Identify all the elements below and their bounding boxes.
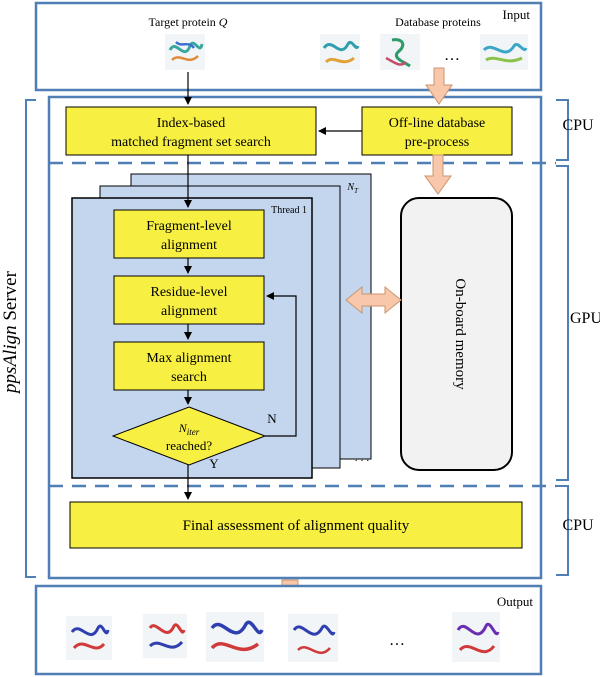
database-protein-icon: [380, 34, 420, 70]
output-ellipsis: …: [389, 632, 405, 649]
cpu-top-bracket: [556, 99, 569, 161]
max-line1: Max alignment: [146, 351, 231, 366]
fragment-alignment-box: [113, 209, 265, 259]
decision-reached: reached?: [166, 438, 212, 453]
cpu-bottom-label: CPU: [562, 517, 594, 534]
index-search-line2: matched fragment set search: [111, 135, 271, 150]
server-title: ppsAlign Server: [0, 270, 21, 395]
gpu-label: GPU: [570, 310, 600, 327]
server-bracket: [25, 99, 36, 578]
residue-line2: alignment: [161, 304, 217, 319]
target-protein-label: Target protein Q: [149, 15, 228, 29]
cpu-bottom-bracket: [556, 485, 569, 576]
output-protein-icon: [206, 612, 264, 662]
target-protein-icon: [165, 34, 205, 70]
index-search-box: [65, 106, 317, 156]
gpu-bracket: [556, 165, 569, 481]
input-panel: [34, 1, 543, 92]
output-protein-icon: [452, 612, 500, 662]
cpu-top-label: CPU: [562, 117, 594, 134]
final-assessment-label: Final assessment of alignment quality: [183, 518, 410, 534]
output-protein-icon: [288, 614, 338, 662]
residue-alignment-box: [113, 275, 265, 325]
thread-dots: · · ·: [355, 456, 370, 467]
fragment-line1: Fragment-level: [146, 219, 232, 234]
input-label: Input: [503, 7, 531, 22]
database-ellipsis: …: [444, 47, 460, 64]
max-alignment-box: [113, 341, 265, 391]
decision-diamond: [111, 406, 267, 466]
fragment-line2: alignment: [161, 238, 217, 253]
offline-line2: pre-process: [405, 135, 470, 150]
output-label: Output: [497, 594, 534, 609]
index-search-line1: Index-based: [157, 116, 225, 131]
final-assessment-box: [69, 501, 523, 549]
thread-nt-label: NT: [346, 182, 359, 195]
onboard-memory-box: [400, 197, 513, 471]
decision-niter: Niter: [178, 421, 200, 437]
offline-to-memory-arrow: [424, 154, 452, 195]
output-protein-icon: [143, 614, 187, 658]
offline-line1: Off-line database: [389, 116, 486, 131]
offline-preprocess-box: [361, 106, 513, 156]
decision-no-label: N: [267, 411, 277, 426]
database-to-offline-arrow: [425, 67, 453, 105]
decision-yes-label: Y: [209, 456, 219, 471]
thread-memory-arrow: [345, 285, 402, 315]
onboard-memory-label: On-board memory: [452, 278, 468, 390]
output-protein-icon: [66, 616, 112, 660]
thread1-label: Thread 1: [271, 205, 307, 216]
database-protein-icon: [480, 34, 528, 70]
residue-line1: Residue-level: [151, 285, 228, 300]
max-line2: search: [171, 370, 207, 385]
database-proteins-label: Database proteins: [395, 15, 481, 29]
database-protein-icon: [320, 34, 360, 70]
loop-back-arrow: [265, 292, 297, 437]
